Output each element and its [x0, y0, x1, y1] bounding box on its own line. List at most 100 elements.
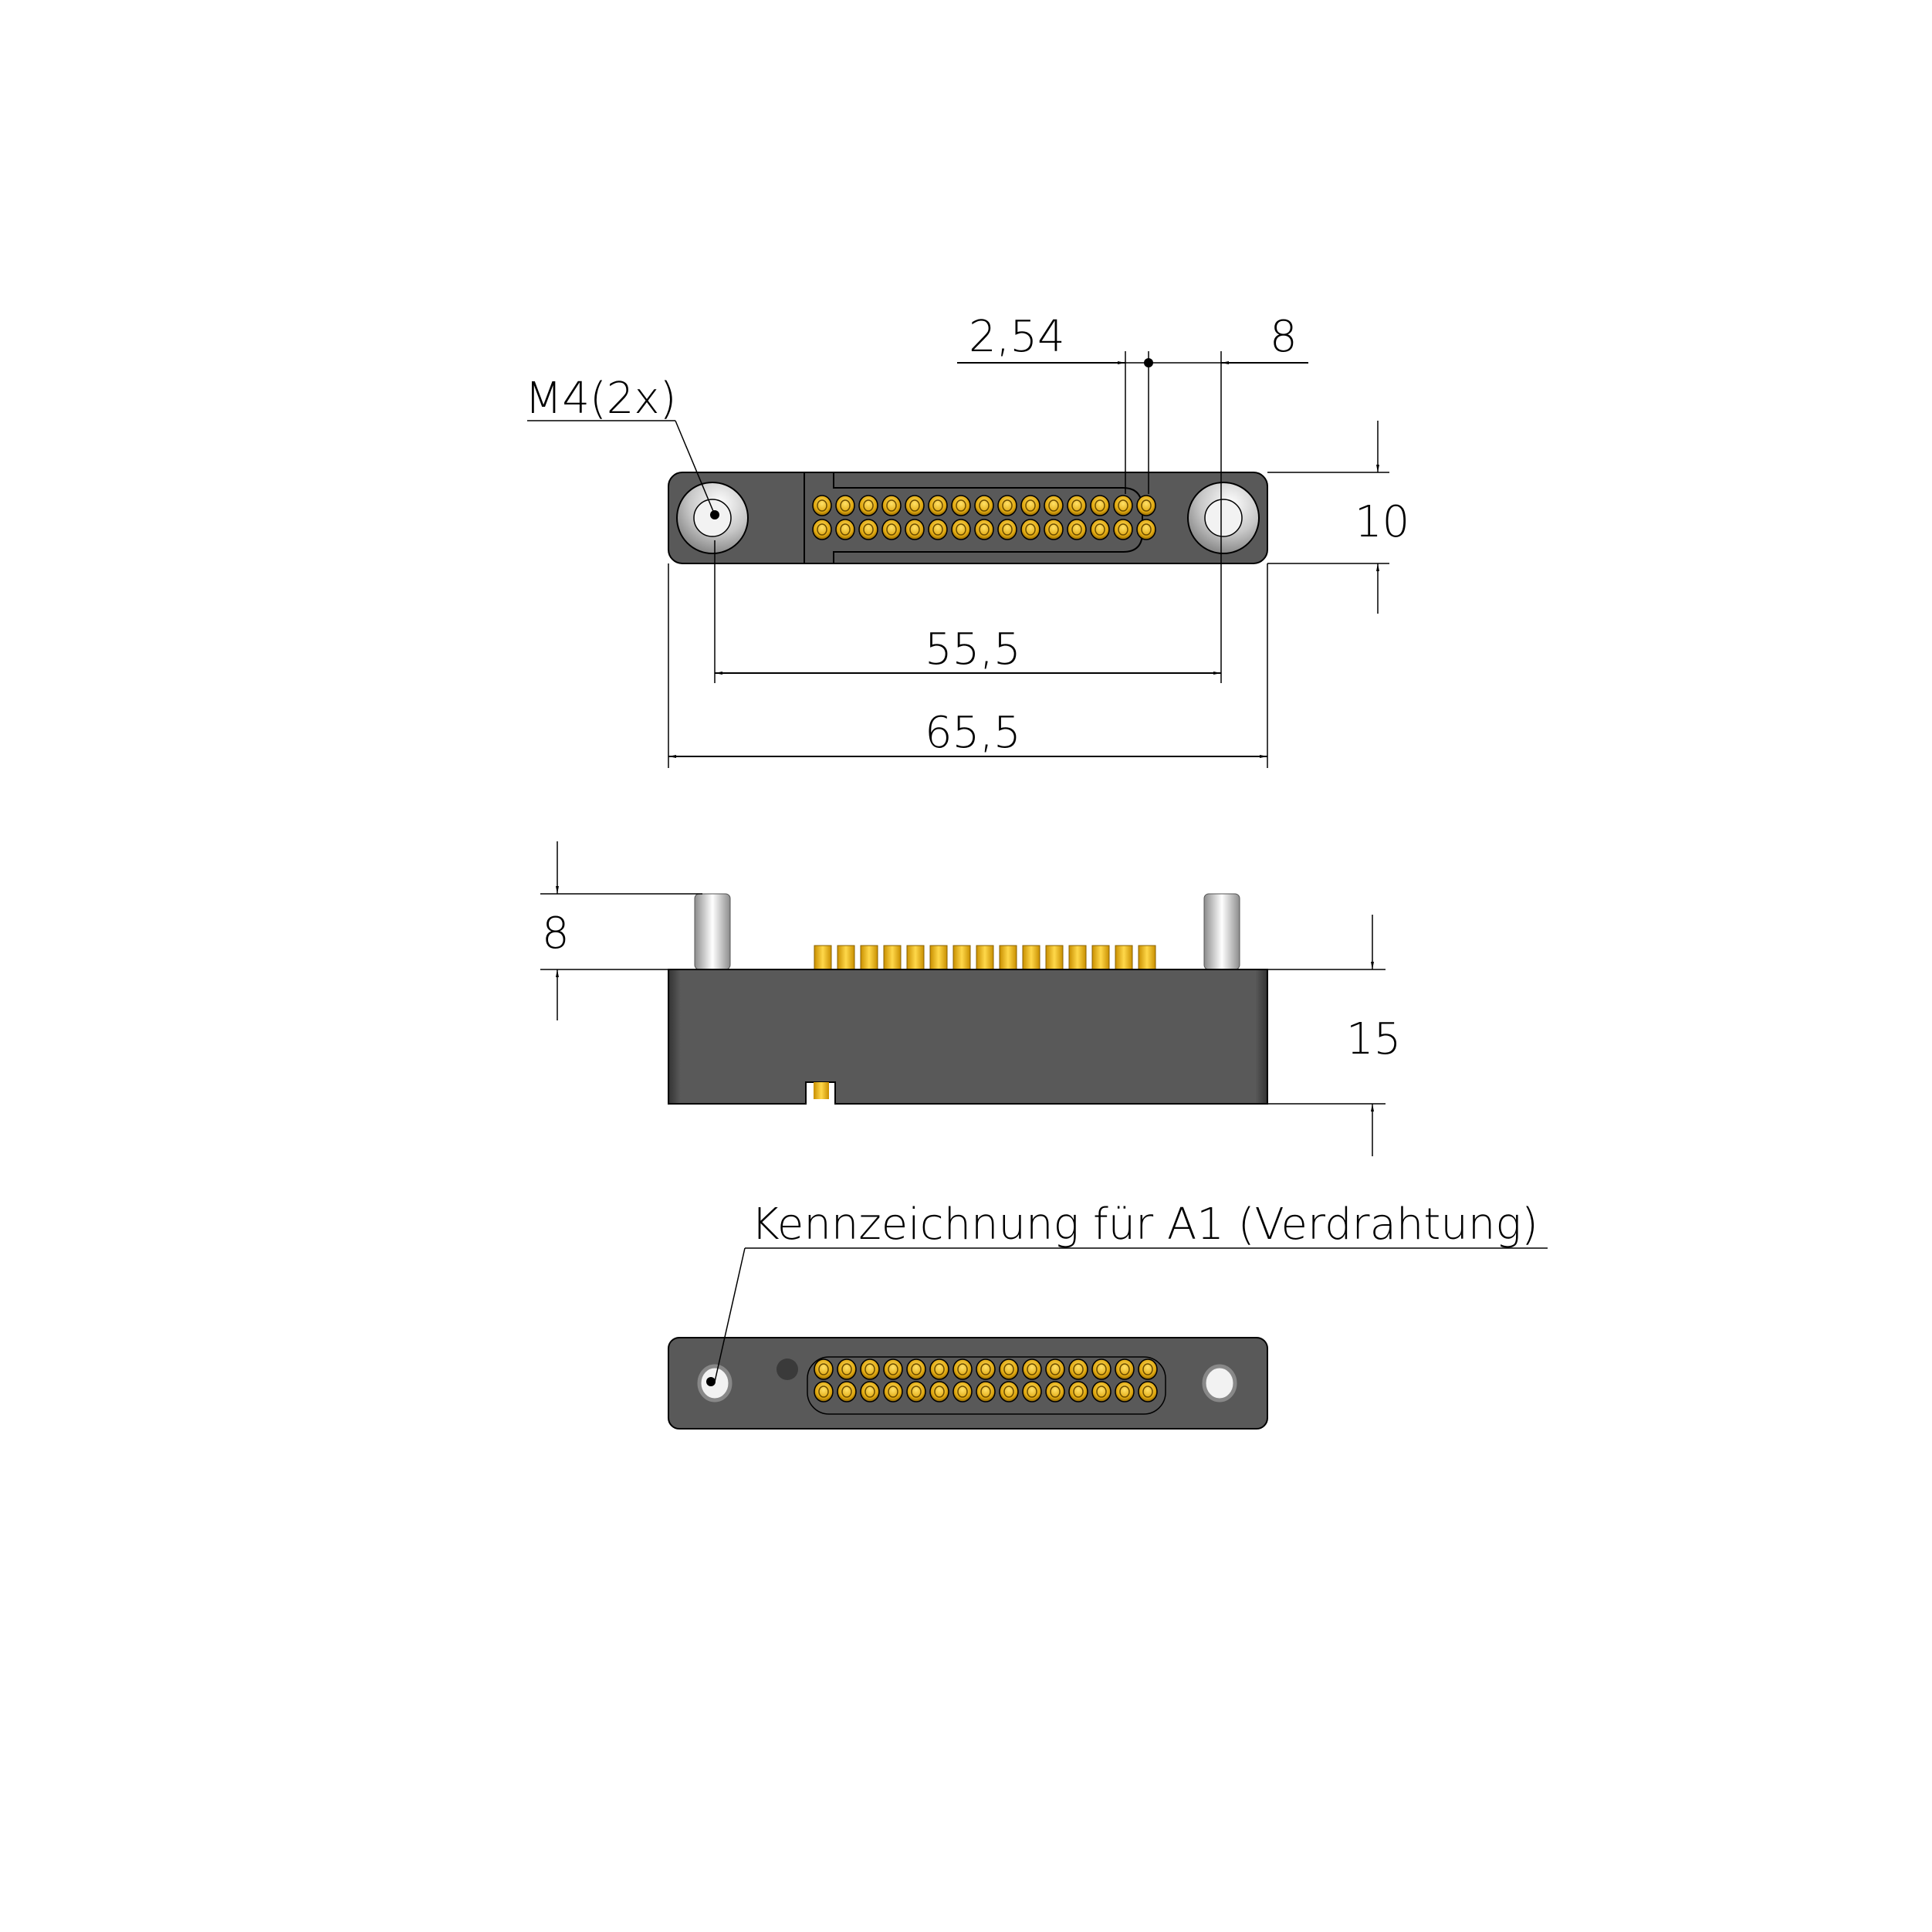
pin-array-top [812, 495, 1156, 540]
pin-contact-icon [905, 519, 925, 540]
pin-side-icon [1022, 945, 1040, 970]
pin-contact-icon [952, 1358, 973, 1380]
pin-contact-icon [999, 1381, 1019, 1402]
pin-contact-icon [1044, 495, 1064, 516]
pin-contact-icon [860, 1381, 880, 1402]
pin-contact-icon [928, 519, 948, 540]
pin-contact-icon [837, 1358, 857, 1380]
label-pin-length: 8 [542, 908, 570, 959]
polarization-dot [777, 1358, 798, 1380]
pin-contact-icon [1068, 1358, 1088, 1380]
pin-side-icon [837, 945, 855, 970]
label-height-top: 10 [1355, 497, 1409, 547]
pin-side-icon [1091, 945, 1110, 970]
pin-contact-icon [929, 1358, 949, 1380]
pin-contact-icon [997, 495, 1017, 516]
screw-right-icon [1187, 482, 1260, 554]
label-thread: M4(2x) [525, 374, 676, 424]
pin-contact-icon [1115, 1381, 1135, 1402]
pin-contact-icon [1020, 495, 1040, 516]
pin-contact-icon [1115, 1358, 1135, 1380]
pin-contact-icon [1022, 1358, 1042, 1380]
pin-contact-icon [928, 495, 948, 516]
screw-left-icon [676, 482, 749, 554]
pin-contact-icon [812, 495, 832, 516]
pin-contact-icon [999, 1358, 1019, 1380]
pin-contact-icon [1138, 1358, 1158, 1380]
pin-side-icon [1068, 945, 1087, 970]
label-marking-note: Kennzeichnung für A1 (Verdrahtung) [751, 1199, 1538, 1250]
pin-contact-icon [976, 1381, 996, 1402]
pin-side-icon [952, 945, 971, 970]
pin-contact-icon [1136, 495, 1156, 516]
pin-row-side [814, 945, 1156, 970]
pin-contact-icon [1090, 495, 1110, 516]
pin-contact-icon [905, 495, 925, 516]
pin-contact-icon [1022, 1381, 1042, 1402]
pin-contact-icon [1138, 1381, 1158, 1402]
pin-contact-icon [835, 519, 855, 540]
pin-contact-icon [974, 519, 994, 540]
side-dimensions: 8 15 [540, 841, 1401, 1156]
pin-contact-icon [814, 1381, 834, 1402]
guide-pin-right [1203, 893, 1240, 970]
top-dimensions: M4(2x) 2,54 8 10 55,5 65,5 [525, 312, 1409, 768]
side-view [668, 893, 1268, 1105]
pin-contact-icon [1045, 1358, 1065, 1380]
label-body-height: 15 [1346, 1014, 1401, 1064]
pin-side-icon [929, 945, 948, 970]
pin-side-icon [860, 945, 878, 970]
pin-side-icon [1045, 945, 1064, 970]
label-hole-spacing: 55,5 [925, 624, 1021, 675]
pin-contact-icon [1044, 519, 1064, 540]
pin-contact-icon [976, 1358, 996, 1380]
label-overall-length: 65,5 [925, 708, 1021, 758]
pin-side-icon [976, 945, 994, 970]
pin-contact-icon [1090, 519, 1110, 540]
pin-contact-icon [1091, 1358, 1111, 1380]
mounting-hole-right [1202, 1364, 1237, 1402]
pin-contact-icon [1113, 495, 1133, 516]
pin-contact-icon [858, 495, 878, 516]
connector-body-side [668, 969, 1268, 1105]
pin-side-icon [883, 945, 902, 970]
pin-contact-icon [906, 1358, 926, 1380]
pin-contact-icon [837, 1381, 857, 1402]
pin-contact-icon [974, 495, 994, 516]
pin-contact-icon [952, 1381, 973, 1402]
label-pitch: 2,54 [969, 312, 1065, 362]
pin-contact-icon [906, 1381, 926, 1402]
marking-note: Kennzeichnung für A1 (Verdrahtung) [714, 1199, 1548, 1382]
pin-side-icon [1115, 945, 1133, 970]
bottom-view [668, 1337, 1268, 1430]
pin-contact-icon [858, 519, 878, 540]
pin-contact-icon [812, 519, 832, 540]
pin-contact-icon [881, 519, 902, 540]
pin-contact-icon [883, 1358, 903, 1380]
pin-contact-icon [1113, 519, 1133, 540]
connector-body-top [668, 472, 1268, 564]
pin-contact-icon [881, 495, 902, 516]
top-view [668, 472, 1268, 564]
pin-side-icon [906, 945, 925, 970]
pin-contact-icon [1136, 519, 1156, 540]
pin-contact-icon [1045, 1381, 1065, 1402]
pin-contact-icon [883, 1381, 903, 1402]
pin-contact-icon [1068, 1381, 1088, 1402]
pin-contact-icon [951, 519, 971, 540]
pin-array-bottom [814, 1358, 1158, 1402]
pin-side-icon [999, 945, 1017, 970]
pin-side-icon [814, 945, 832, 970]
a1-marker-pin [814, 1082, 829, 1099]
pin-contact-icon [860, 1358, 880, 1380]
pin-contact-icon [1020, 519, 1040, 540]
pin-side-icon [1138, 945, 1156, 970]
pin-contact-icon [951, 495, 971, 516]
pin-contact-icon [814, 1358, 834, 1380]
pin-contact-icon [835, 495, 855, 516]
pin-contact-icon [997, 519, 1017, 540]
pin-contact-icon [1067, 495, 1087, 516]
pin-contact-icon [1067, 519, 1087, 540]
pin-contact-icon [1091, 1381, 1111, 1402]
